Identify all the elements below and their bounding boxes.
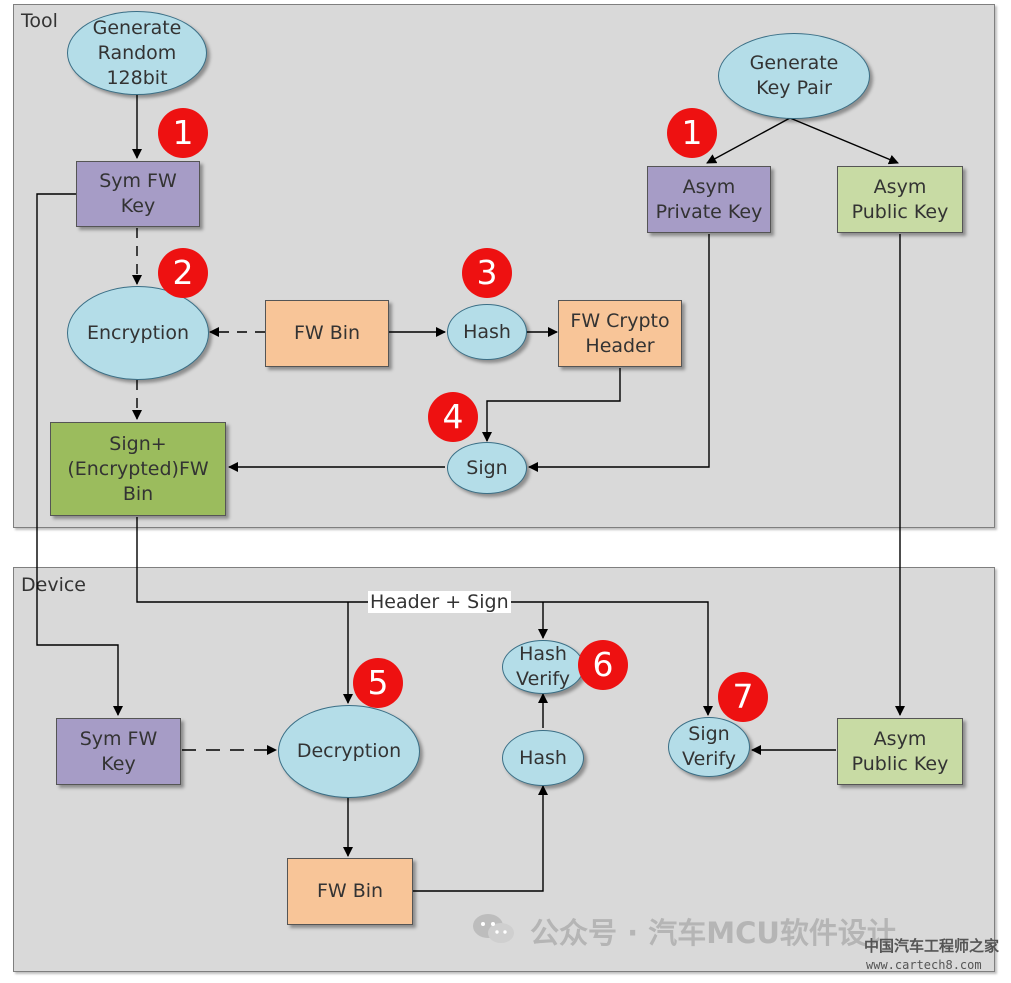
edge-signedbin-bus: [136, 517, 713, 716]
wechat-icon: [473, 914, 514, 943]
encryption-node: Encryption: [67, 286, 209, 380]
edge-keypair-to-private: [706, 117, 791, 164]
signed-encrypted-fw-bin-node: Sign+ (Encrypted)FW Bin: [50, 422, 226, 516]
fw-crypto-header-node: FW Crypto Header: [558, 300, 682, 367]
hash-device-node: Hash: [502, 730, 584, 786]
header-sign-label: Header + Sign: [368, 591, 511, 613]
asym-private-key-node: Asym Private Key: [647, 166, 771, 233]
edge-fwbin-to-hash: [413, 785, 548, 892]
step-badge-3: 3: [462, 248, 512, 298]
asym-public-key-device-node: Asym Public Key: [837, 718, 963, 785]
step-badge-7: 7: [718, 672, 768, 722]
fw-bin-device-node: FW Bin: [287, 858, 413, 925]
hash-verify-node: Hash Verify: [502, 640, 584, 694]
step-badge-1-asym: 1: [667, 108, 717, 158]
site-logo-text: 中国汽车工程师之家: [864, 937, 1000, 955]
step-badge-6: 6: [578, 640, 628, 690]
watermark-text: 公众号 · 汽车MCU软件设计: [530, 916, 896, 950]
hash-tool-node: Hash: [447, 304, 527, 360]
edge-private-to-sign: [528, 234, 710, 472]
generate-key-pair-node: Generate Key Pair: [718, 33, 870, 119]
step-badge-1-sym: 1: [158, 108, 208, 158]
generate-random-node: Generate Random 128bit: [67, 11, 207, 95]
decryption-node: Decryption: [278, 705, 420, 798]
tool-panel-label: Tool: [21, 10, 58, 32]
sign-verify-node: Sign Verify: [668, 717, 750, 777]
step-badge-4: 4: [428, 392, 478, 442]
step-badge-2: 2: [158, 248, 208, 298]
edge-symkey-to-device-symkey: [36, 193, 123, 716]
fw-bin-tool-node: FW Bin: [265, 300, 389, 367]
sym-fw-key-device-node: Sym FW Key: [56, 718, 181, 785]
asym-public-key-tool-node: Asym Public Key: [837, 166, 963, 233]
site-url: www.cartech8.com: [866, 958, 982, 972]
sign-node: Sign: [447, 442, 527, 494]
edge-header-to-sign: [482, 368, 621, 442]
sym-fw-key-tool-node: Sym FW Key: [76, 161, 200, 227]
edge-keypair-to-public: [789, 117, 899, 165]
step-badge-5: 5: [353, 658, 403, 708]
